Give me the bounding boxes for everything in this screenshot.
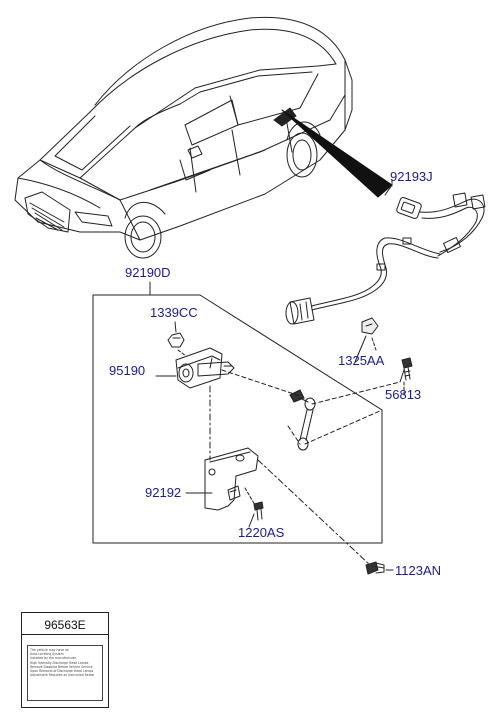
sensor-95190-drawing: [175, 347, 235, 389]
bolt-1325AA-drawing: [361, 317, 379, 335]
bolt-56813-drawing: [401, 357, 413, 381]
label-1325AA[interactable]: 1325AA: [338, 353, 385, 368]
link-rod-drawing: [289, 389, 316, 451]
bolt-1220AS-drawing: [253, 501, 264, 521]
caution-label-line: The vehicle may have an: [30, 648, 69, 652]
label-1220AS[interactable]: 1220AS: [238, 525, 285, 540]
label-95190[interactable]: 95190: [109, 363, 146, 378]
caution-label-line: Adjustment Required as Instructed Below: [30, 673, 94, 678]
caution-label-sticker: The vehicle may have an Auto-Leveling Sy…: [27, 645, 103, 701]
caution-label-box: 96563E The vehicle may have an Auto-Leve…: [21, 612, 109, 708]
label-92190D[interactable]: 92190D: [125, 265, 171, 280]
bolt-1123AN-drawing: [365, 561, 385, 575]
callout-wedge: [281, 109, 393, 198]
label-1339CC[interactable]: 1339CC: [150, 305, 198, 320]
label-92193J[interactable]: 92193J: [390, 169, 433, 184]
label-1123AN[interactable]: 1123AN: [395, 563, 442, 578]
label-92192[interactable]: 92192: [145, 485, 182, 500]
wiring-harness-drawing: [285, 184, 486, 325]
kit-box-outline: [92, 294, 383, 544]
label-56813[interactable]: 56813: [385, 387, 422, 402]
vehicle-illustration: [14, 16, 353, 259]
caution-label-line: Upon Removal of Discharge Head Lamps: [30, 669, 94, 674]
caution-label-line: Auto-Leveling System: [30, 652, 64, 657]
label-96563E[interactable]: 96563E: [44, 618, 86, 632]
nut-1339CC-drawing: [167, 332, 185, 348]
bracket-92192-drawing: [204, 447, 259, 511]
caution-label-divider: [22, 634, 108, 635]
caution-label-line: High Intensity Discharge Head Lamps: [30, 660, 89, 665]
caution-label-line: Installed by the manufacturer.: [30, 656, 77, 661]
caution-label-line: Remove Disabled Before Vehicle Service: [30, 664, 93, 669]
